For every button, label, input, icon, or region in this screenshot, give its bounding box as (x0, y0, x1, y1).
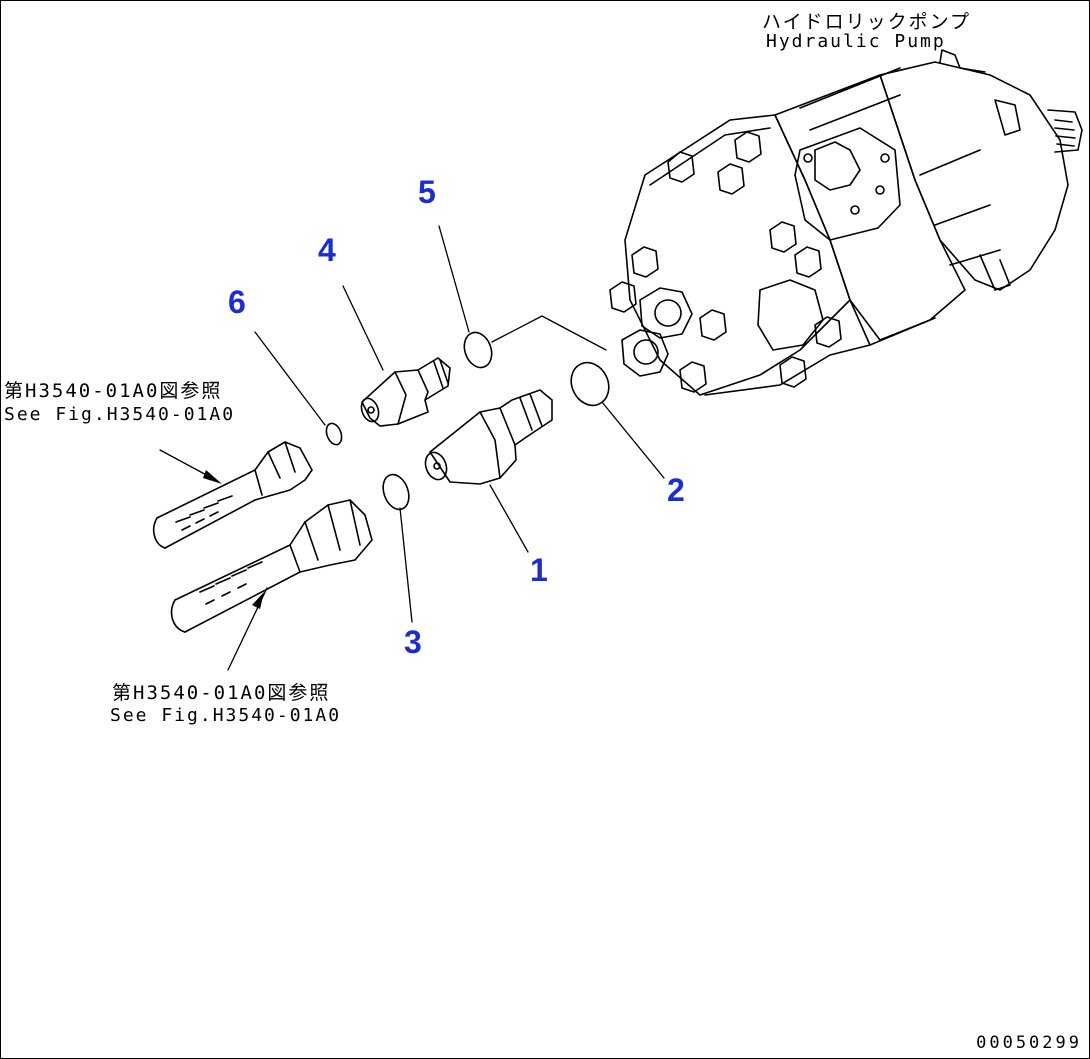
callout-5: 5 (418, 174, 436, 210)
callout-3: 3 (404, 624, 422, 660)
reference-label-lower-en: See Fig.H3540-01A0 (110, 705, 342, 726)
hose-upper (154, 442, 312, 548)
leader-lines (160, 226, 664, 670)
o-ring-6 (324, 421, 345, 446)
o-ring-2 (564, 356, 615, 411)
pump-label-en: Hydraulic Pump (766, 31, 946, 52)
reference-label-upper-jp: 第H3540-01A0図参照 (4, 380, 223, 402)
callout-4: 4 (318, 232, 336, 268)
fitting-part-4 (358, 358, 450, 426)
callout-1: 1 (530, 552, 548, 588)
fitting-part-1 (422, 390, 552, 484)
hydraulic-pump-drawing (610, 50, 1082, 395)
pump-bolts (610, 132, 841, 392)
callout-6: 6 (228, 284, 246, 320)
drawing-code: 00050299 (976, 1033, 1082, 1053)
reference-arrows (203, 470, 264, 609)
reference-label-upper-en: See Fig.H3540-01A0 (4, 404, 236, 425)
pump-label-jp: ハイドロリックポンプ (762, 11, 972, 33)
o-ring-5 (460, 329, 497, 372)
o-ring-3 (379, 471, 414, 513)
callout-2: 2 (667, 472, 685, 508)
o-ring-parts (324, 329, 616, 513)
hose-lower (172, 500, 372, 632)
reference-label-lower-jp: 第H3540-01A0図参照 (112, 682, 331, 704)
